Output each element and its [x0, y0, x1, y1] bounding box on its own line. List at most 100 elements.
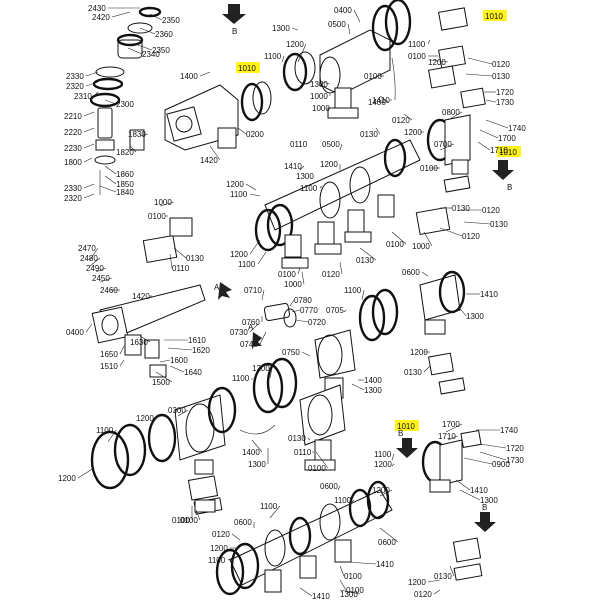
- leader-line: [159, 201, 175, 207]
- part-number-label: 1300: [364, 386, 382, 395]
- arrow-letter: B: [232, 27, 237, 36]
- part-number-label: 1300: [340, 590, 358, 599]
- part-number-label: 0770: [300, 306, 318, 315]
- leader-line: [99, 277, 113, 283]
- leader-line: [297, 267, 301, 275]
- leader-line: [315, 451, 329, 469]
- leader-line: [463, 221, 491, 225]
- part-number-label: 1740: [508, 124, 526, 133]
- part-number-label: 1740: [500, 426, 518, 435]
- leader-line: [95, 267, 107, 273]
- highlight-box: [497, 146, 521, 157]
- part-number-label: 1730: [496, 98, 514, 107]
- part-number-label: 1200: [252, 364, 270, 373]
- part-number-highlighted: 1010: [238, 64, 256, 73]
- part-number-label: 1620: [192, 346, 210, 355]
- leader-line: [129, 145, 137, 153]
- left-mid-manifold-0400: [91, 284, 206, 378]
- leader-line: [89, 247, 99, 261]
- part-number-label: 1410: [284, 162, 302, 171]
- part-number-label: 0130: [490, 220, 508, 229]
- leader-line: [155, 371, 173, 383]
- part-number-label: 2470: [78, 244, 96, 253]
- part-number-label: 0760: [242, 318, 260, 327]
- part-number-label: 2320: [64, 194, 82, 203]
- part-number-label: 0100: [308, 464, 326, 473]
- bottom-manifold: [194, 480, 483, 596]
- part-number-label: 1100: [232, 374, 250, 383]
- part-number-label: 0100: [386, 240, 404, 249]
- leader-line: [339, 565, 345, 577]
- part-number-label: 2480: [80, 254, 98, 263]
- leader-line: [379, 489, 393, 497]
- part-number-label: 1410: [376, 560, 394, 569]
- part-number-label: 0100: [364, 72, 382, 81]
- leader-line: [149, 417, 157, 429]
- part-number-label: 0120: [492, 60, 510, 69]
- part-number-label: 0130: [360, 130, 378, 139]
- leader-line: [485, 119, 509, 129]
- part-number-label: 0900: [492, 460, 510, 469]
- part-number-label: 1410: [372, 96, 390, 105]
- leader-line: [439, 227, 463, 237]
- part-number-label: 1640: [184, 368, 202, 377]
- part-number-label: 0705: [326, 306, 344, 315]
- right-elbow-0800: [426, 87, 486, 193]
- part-number-label: 0500: [322, 140, 340, 149]
- part-number-label: 0120: [462, 232, 480, 241]
- part-number-label: 1300: [480, 496, 498, 505]
- part-number-label: 2340: [142, 50, 160, 59]
- leader-line: [291, 27, 299, 31]
- leader-line: [291, 309, 301, 313]
- leader-line: [83, 111, 95, 117]
- top-manifold-left: [164, 81, 272, 151]
- leader-line: [447, 435, 459, 441]
- part-number-label: 0130: [404, 368, 422, 377]
- leader-line: [107, 429, 117, 443]
- part-number-label: 0130: [356, 256, 374, 265]
- leader-line: [169, 253, 173, 269]
- lower-left-manifold-0300: [90, 357, 298, 515]
- leader-line: [299, 587, 313, 597]
- part-number-label: 1200: [410, 348, 428, 357]
- part-number-label: 1000: [284, 280, 302, 289]
- leader-line: [391, 463, 395, 467]
- leader-line: [307, 437, 311, 441]
- leader-line: [423, 365, 431, 373]
- part-number-label: 2430: [88, 4, 106, 13]
- part-number-label: 1830: [128, 130, 146, 139]
- part-number-label: 1100: [96, 426, 114, 435]
- leader-line: [301, 351, 311, 357]
- part-number-highlighted: 1010: [499, 148, 517, 157]
- part-number-label: 1200: [230, 250, 248, 259]
- leader-line: [319, 185, 323, 189]
- leader-line: [159, 359, 171, 363]
- leader-line: [77, 467, 95, 479]
- leader-line: [427, 39, 431, 45]
- part-number-label: 0130: [434, 572, 452, 581]
- leader-line: [281, 55, 285, 63]
- part-number-label: 1400: [242, 448, 260, 457]
- part-number-label: 0200: [246, 130, 264, 139]
- arrow-letter: A: [214, 283, 220, 292]
- leader-line: [85, 323, 93, 333]
- leader-line: [359, 247, 377, 261]
- leader-line: [343, 309, 347, 313]
- leader-line: [479, 443, 507, 449]
- arrow-letter: B: [482, 503, 487, 512]
- part-number-label: 1720: [496, 88, 514, 97]
- direction-arrows: [218, 4, 514, 532]
- leader-line: [251, 439, 263, 453]
- part-number-label: 1100: [260, 502, 278, 511]
- part-number-label: 0600: [234, 518, 252, 527]
- arrow-a-left: [218, 282, 232, 300]
- part-number-label: 2330: [64, 184, 82, 193]
- leader-line: [347, 23, 351, 35]
- part-number-label: 0740: [240, 340, 258, 349]
- part-number-label: 0130: [288, 434, 306, 443]
- leader-line: [421, 271, 429, 277]
- part-number-label: 1410: [470, 486, 488, 495]
- part-number-label: 1200: [210, 544, 228, 553]
- leader-line: [209, 145, 221, 161]
